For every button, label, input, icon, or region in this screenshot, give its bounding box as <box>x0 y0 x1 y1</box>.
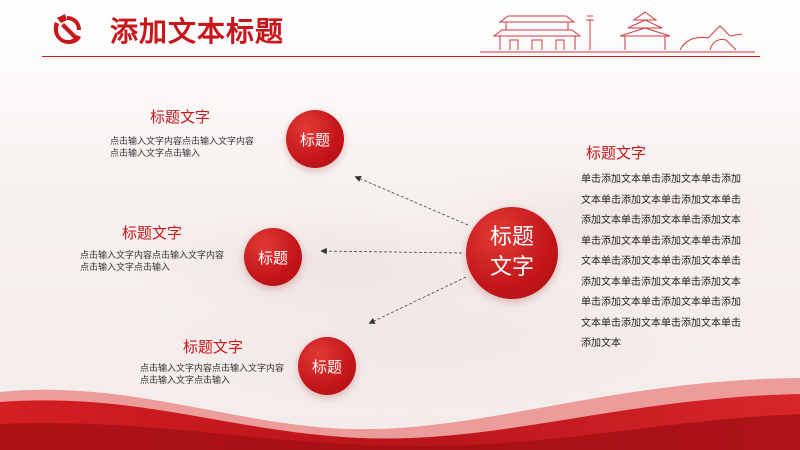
topic-node-2[interactable]: 标题 <box>244 228 302 286</box>
right-block-body: 单击添加文本单击添加文本单击添加文本单击添加文本单击添加文本单击添加文本单击添加… <box>581 174 741 349</box>
item-title-3: 标题文字 <box>183 338 244 356</box>
item-desc-2: 点击输入文字内容点击输入文字内容点击输入文字点击输入 <box>80 251 225 273</box>
topic-node-3[interactable]: 标题 <box>298 337 356 395</box>
party-emblem-icon <box>53 14 81 44</box>
item-desc-1: 点击输入文字内容点击输入文字内容点击输入文字点击输入 <box>110 137 255 159</box>
right-block-title: 标题文字 <box>586 144 647 162</box>
item-title-1: 标题文字 <box>150 108 211 126</box>
center-node[interactable]: 标题 文字 <box>466 207 558 299</box>
topic-node-1[interactable]: 标题 <box>286 110 344 168</box>
tiananmen-landmarks-icon <box>480 11 755 53</box>
item-title-2: 标题文字 <box>122 224 183 242</box>
header-divider <box>42 56 760 57</box>
page-title: 添加文本标题 <box>110 15 285 48</box>
item-desc-3: 点击输入文字内容点击输入文字内容点击输入文字点击输入 <box>140 364 285 386</box>
